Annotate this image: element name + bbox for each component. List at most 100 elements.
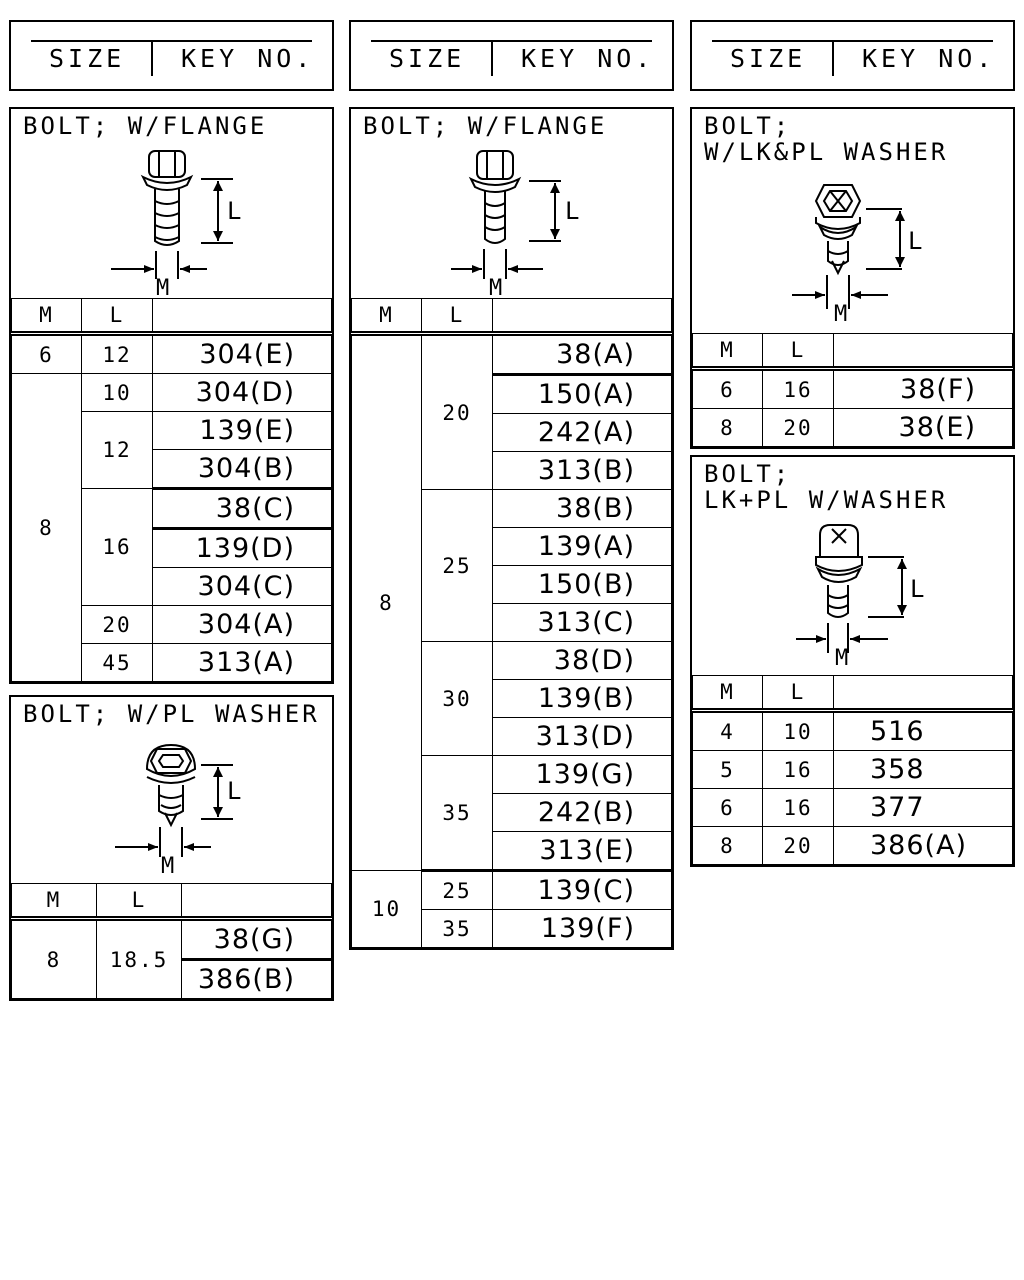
section-title: BOLT; W/LK&PL WASHER	[704, 112, 949, 166]
size-label: SIZE	[730, 44, 807, 73]
column-header-2: SIZE KEY NO.	[349, 20, 674, 91]
key-cell: 304(D)	[152, 373, 332, 412]
lk-pl-washer-bolt-diagram-panel: BOLT; W/LK&PL WASHER L M	[690, 107, 1015, 335]
key-cell: 516	[833, 710, 1013, 751]
m-cell: 8	[692, 826, 763, 865]
section-title: BOLT; W/FLANGE	[363, 112, 608, 140]
key-cell: 313(D)	[492, 717, 672, 756]
key-no-label: KEY NO.	[181, 44, 315, 73]
m-cell: 8	[692, 408, 763, 447]
key-cell: 139(G)	[492, 755, 672, 794]
table-row: 150(A)	[352, 374, 672, 414]
table-row: 150(B)	[352, 565, 672, 604]
flange-bolt-drawing: L M	[451, 150, 579, 299]
l-cell: 20	[762, 826, 834, 865]
dim-m-label: M	[489, 276, 502, 299]
m-cell: 6	[11, 333, 82, 374]
lk-pl-washer-bolt-drawing: L M	[792, 184, 922, 327]
m-col-header: M	[11, 298, 82, 336]
pl-washer-bolt-drawing: L M	[115, 743, 241, 879]
column-header-3: SIZE KEY NO.	[690, 20, 1015, 91]
l-col-header: L	[762, 333, 834, 371]
dim-l-label: L	[910, 575, 924, 603]
m-col-header: M	[11, 883, 97, 921]
key-no-label: KEY NO.	[862, 44, 996, 73]
lk-pl-w-washer-bolt-drawing: L M	[796, 524, 924, 671]
l-cell: 25	[421, 870, 493, 910]
l-cell: 10	[762, 710, 834, 751]
table-row: 139(B)	[352, 679, 672, 718]
key-cell: 377	[833, 788, 1013, 827]
flange-bolt-diagram-panel-1: BOLT; W/FLANGE L M	[9, 107, 334, 300]
l-cell: 10	[81, 373, 153, 412]
key-cell: 386(B)	[181, 959, 332, 999]
m-col-header: M	[692, 333, 763, 371]
l-cell: 20	[421, 333, 493, 490]
key-cell: 38(B)	[492, 489, 672, 528]
table-row: 313(E)	[352, 831, 672, 872]
l-cell: 16	[762, 368, 834, 409]
dim-m-label: M	[156, 276, 169, 299]
key-cell: 358	[833, 750, 1013, 789]
key-cell: 313(C)	[492, 603, 672, 642]
key-cell: 304(B)	[152, 449, 332, 490]
dim-m-label: M	[834, 302, 847, 327]
key-cell: 386(A)	[833, 826, 1013, 865]
m-cell: 8	[11, 918, 97, 999]
dim-m-label: M	[161, 854, 174, 879]
dim-m-label: M	[835, 646, 848, 671]
pl-washer-bolt-diagram-panel: BOLT; W/PL WASHER L M	[9, 695, 334, 885]
flange-bolt-drawing: L M	[111, 150, 241, 299]
table-row: 313(C)	[352, 603, 672, 642]
key-cell: 139(D)	[152, 528, 332, 568]
key-cell: 150(A)	[492, 374, 672, 414]
table-row: 304(B)	[12, 449, 332, 490]
m-cell: 4	[692, 710, 763, 751]
key-cell: 313(A)	[152, 643, 332, 682]
section-title: BOLT; W/FLANGE	[23, 112, 268, 140]
table-row: 139(D)	[12, 528, 332, 568]
l-cell: 25	[421, 489, 493, 642]
l-col-header: L	[81, 298, 153, 336]
column-header-1: SIZE KEY NO.	[9, 20, 334, 91]
key-cell: 304(E)	[152, 333, 332, 374]
l-cell: 16	[762, 788, 834, 827]
m-cell: 10	[351, 870, 422, 948]
m-cell: 6	[692, 788, 763, 827]
key-cell: 38(C)	[152, 488, 332, 530]
table-row: 242(B)	[352, 793, 672, 832]
l-cell: 35	[421, 909, 493, 948]
key-cell: 139(A)	[492, 527, 672, 566]
key-cell: 304(A)	[152, 605, 332, 644]
m-cell: 8	[11, 373, 82, 682]
key-cell: 139(E)	[152, 411, 332, 450]
key-cell: 38(F)	[833, 368, 1013, 409]
key-cell: 242(B)	[492, 793, 672, 832]
key-cell: 313(B)	[492, 451, 672, 490]
table-row: 139(A)	[352, 527, 672, 566]
l-cell: 16	[81, 488, 153, 606]
l-col-header: L	[421, 298, 493, 336]
key-cell: 139(C)	[492, 870, 672, 910]
l-cell: 20	[762, 408, 834, 447]
key-cell: 242(A)	[492, 413, 672, 452]
key-cell: 150(B)	[492, 565, 672, 604]
l-col-header: L	[762, 675, 834, 713]
key-cell: 38(G)	[181, 918, 332, 961]
dim-l-label: L	[908, 227, 922, 255]
